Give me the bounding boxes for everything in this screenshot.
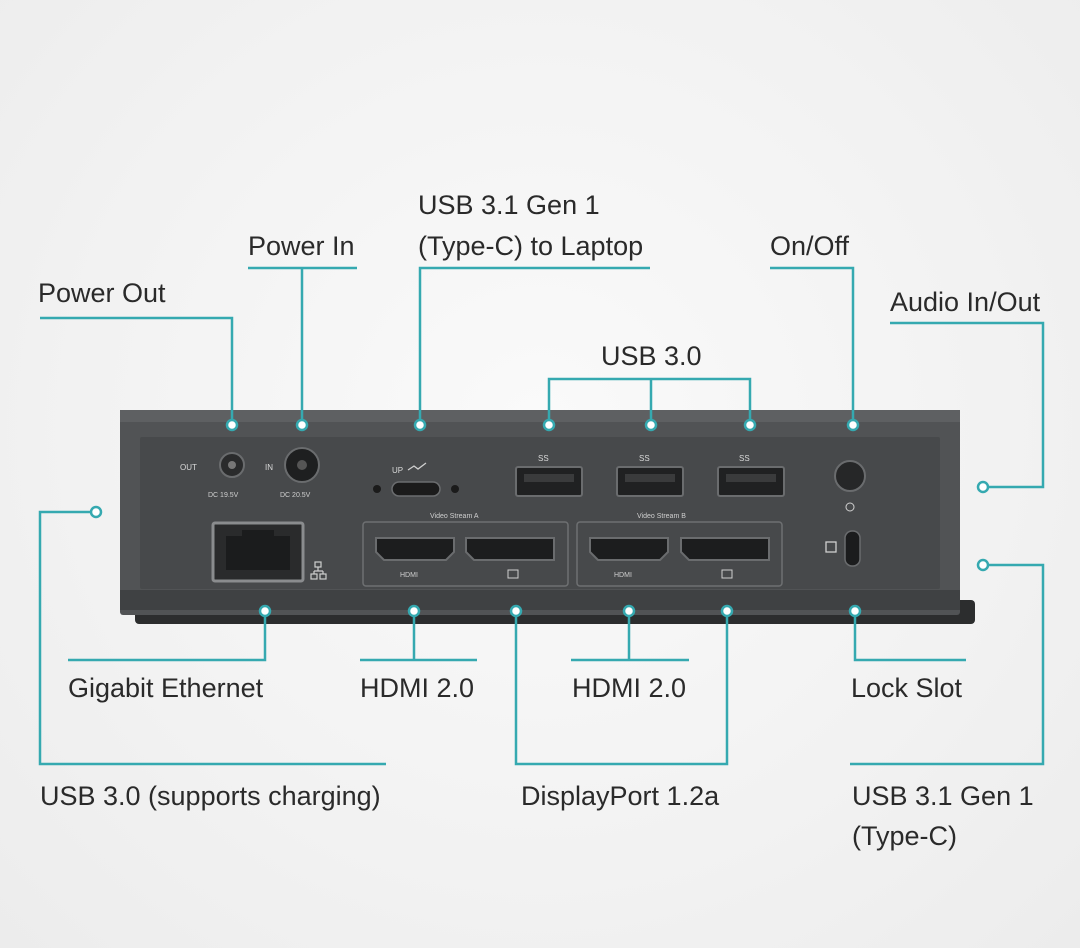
hdmi-port-b (589, 537, 669, 561)
label-on-off: On/Off (770, 231, 850, 261)
usb30-port-3: SS (717, 454, 785, 497)
label-audio: Audio In/Out (890, 287, 1041, 317)
hdmi-print-a: HDMI (400, 572, 418, 579)
out-rating-print: DC 19.5V (208, 492, 239, 499)
dc-out-port: OUT DC 19.5V (180, 452, 245, 499)
callout-labels: Power Out Power In USB 3.1 Gen 1 (Type-C… (38, 190, 1041, 851)
label-usbc-line2: (Type-C) (852, 821, 957, 851)
label-hdmi-a: HDMI 2.0 (360, 673, 474, 703)
docking-station (120, 410, 975, 624)
usb30-port-2: SS (616, 454, 684, 497)
label-usbc-laptop-line1: USB 3.1 Gen 1 (418, 190, 600, 220)
video-stream-b: Video Stream B HDMI (576, 513, 783, 587)
hdmi-print-b: HDMI (614, 572, 632, 579)
lock-icon (825, 541, 837, 553)
ethernet-port (211, 521, 327, 583)
label-displayport: DisplayPort 1.2a (521, 781, 720, 811)
network-icon (310, 561, 327, 580)
up-print: UP (392, 466, 403, 475)
stream-a-print: Video Stream A (430, 513, 479, 520)
hdmi-port-a (375, 537, 455, 561)
device-bottom-bevel (120, 590, 960, 610)
dp-icon-b (721, 569, 733, 579)
displayport-b (680, 537, 770, 561)
power-icon (845, 502, 855, 512)
usbc-upstream-port: UP (373, 462, 459, 497)
usb30-port-1: SS (515, 454, 583, 497)
label-usbc-laptop-line2: (Type-C) to Laptop (418, 231, 643, 261)
usb-logo-1: SS (538, 454, 549, 463)
displayport-a (465, 537, 555, 561)
label-usbc-line1: USB 3.1 Gen 1 (852, 781, 1034, 811)
device-top-bevel (120, 410, 960, 422)
lock-slot (825, 530, 861, 567)
usb-logo-2: SS (639, 454, 650, 463)
label-power-in: Power In (248, 231, 355, 261)
in-rating-print: DC 20.5V (280, 492, 311, 499)
dp-icon-a (507, 569, 519, 579)
in-print: IN (265, 463, 273, 472)
usb-logo-3: SS (739, 454, 750, 463)
label-power-out: Power Out (38, 278, 166, 308)
dc-in-port: IN DC 20.5V (265, 447, 320, 499)
label-usb-charging: USB 3.0 (supports charging) (40, 781, 381, 811)
video-stream-a: Video Stream A HDMI (362, 513, 569, 587)
callout-dots (89, 418, 990, 618)
label-gigabit: Gigabit Ethernet (68, 673, 264, 703)
leader-lines (38, 266, 1045, 766)
label-lock: Lock Slot (851, 673, 963, 703)
label-usb30: USB 3.0 (601, 341, 702, 371)
stream-b-print: Video Stream B (637, 513, 686, 520)
label-hdmi-b: HDMI 2.0 (572, 673, 686, 703)
power-button (834, 460, 866, 512)
out-print: OUT (180, 463, 197, 472)
